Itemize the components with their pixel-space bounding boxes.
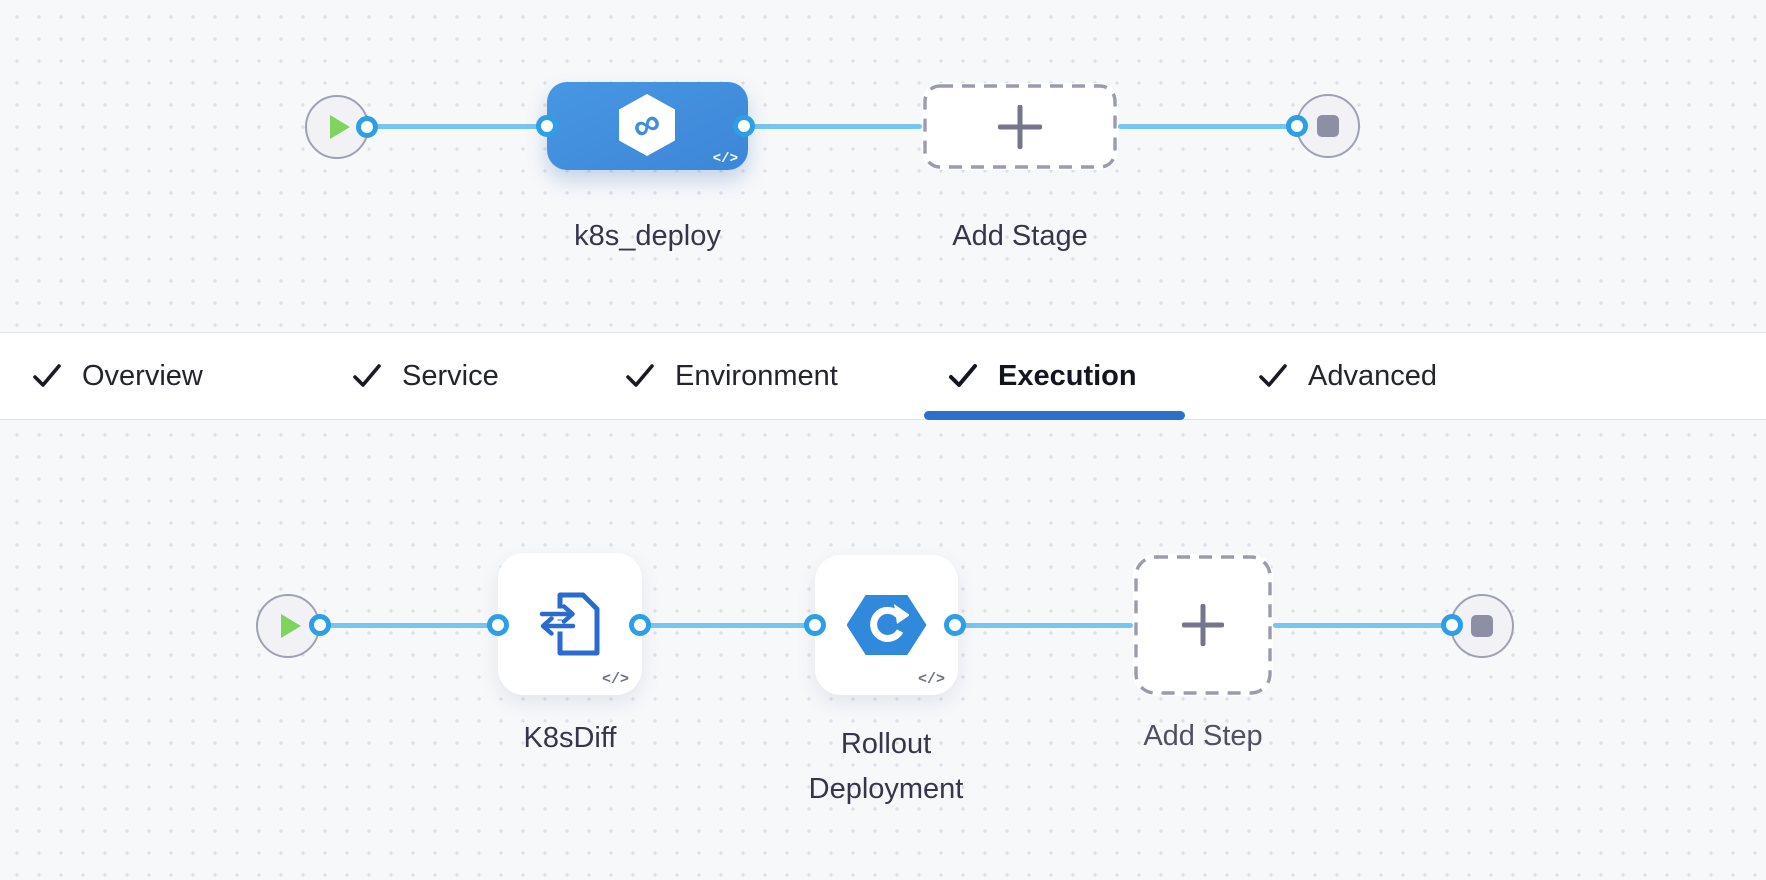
- step-node-rollout-deployment[interactable]: </>: [815, 555, 958, 695]
- connector-port[interactable]: [356, 116, 378, 138]
- plus-icon: [922, 83, 1118, 170]
- tab-execution[interactable]: Execution: [948, 333, 1137, 419]
- connector-edge: [1118, 124, 1297, 129]
- check-icon: [32, 362, 62, 390]
- connector-port[interactable]: [629, 614, 651, 636]
- play-icon: [330, 115, 350, 139]
- connector-port[interactable]: [487, 614, 509, 636]
- tab-label: Advanced: [1308, 359, 1437, 392]
- code-badge[interactable]: </>: [712, 151, 738, 167]
- connector-edge: [748, 124, 922, 129]
- stage-node-k8s-deploy[interactable]: ∞ </>: [547, 82, 748, 170]
- tab-label: Execution: [998, 359, 1137, 392]
- connector-edge: [642, 623, 815, 628]
- code-badge[interactable]: </>: [601, 671, 629, 688]
- play-icon: [281, 614, 301, 638]
- tab-label: Overview: [82, 359, 203, 392]
- dashed-border: [1134, 555, 1272, 695]
- tab-environment[interactable]: Environment: [625, 333, 838, 419]
- step-label-rollout-deployment: Rollout Deployment: [808, 728, 964, 805]
- connector-port[interactable]: [309, 614, 331, 636]
- connector-port[interactable]: [536, 115, 558, 137]
- add-step-label: Add Step: [1143, 720, 1263, 752]
- connector-port[interactable]: [804, 614, 826, 636]
- code-badge[interactable]: </>: [917, 671, 945, 688]
- connector-edge: [367, 124, 547, 129]
- stage-config-tab-bar: Overview Service Environment Execution A: [0, 332, 1766, 420]
- check-icon: [352, 362, 382, 390]
- check-icon: [948, 362, 978, 390]
- connector-port[interactable]: [733, 115, 755, 137]
- plus-icon: [1133, 554, 1273, 696]
- connector-port[interactable]: [1441, 614, 1463, 636]
- tab-overview[interactable]: Overview: [32, 333, 203, 419]
- stage-canvas[interactable]: ∞ </> k8s_deploy Add Stage: [0, 0, 1766, 332]
- execution-canvas[interactable]: </> K8sDiff </> Rollout Deployment: [0, 420, 1766, 880]
- add-step-button[interactable]: [1133, 554, 1273, 696]
- stop-icon: [1317, 115, 1339, 137]
- harness-stage-icon: ∞: [619, 94, 675, 156]
- k8s-diff-icon: [498, 553, 642, 695]
- active-tab-underline: [924, 411, 1185, 420]
- dashed-border: [923, 84, 1117, 169]
- check-icon: [1258, 362, 1288, 390]
- connector-edge: [1273, 623, 1452, 628]
- step-label-k8sdiff: K8sDiff: [523, 722, 617, 754]
- stop-icon: [1471, 615, 1493, 637]
- tab-service[interactable]: Service: [352, 333, 499, 419]
- connector-edge: [320, 623, 498, 628]
- check-icon: [625, 362, 655, 390]
- rollout-deployment-icon: [815, 555, 958, 695]
- connector-edge: [957, 623, 1133, 628]
- tab-label: Environment: [675, 359, 838, 392]
- tab-label: Service: [402, 359, 499, 392]
- tab-advanced[interactable]: Advanced: [1258, 333, 1437, 419]
- add-stage-button[interactable]: [922, 83, 1118, 170]
- step-node-k8sdiff[interactable]: </>: [498, 553, 642, 695]
- stage-node-label: k8s_deploy: [574, 220, 721, 252]
- connector-port[interactable]: [1286, 115, 1308, 137]
- connector-port[interactable]: [944, 614, 966, 636]
- add-stage-label: Add Stage: [952, 220, 1088, 252]
